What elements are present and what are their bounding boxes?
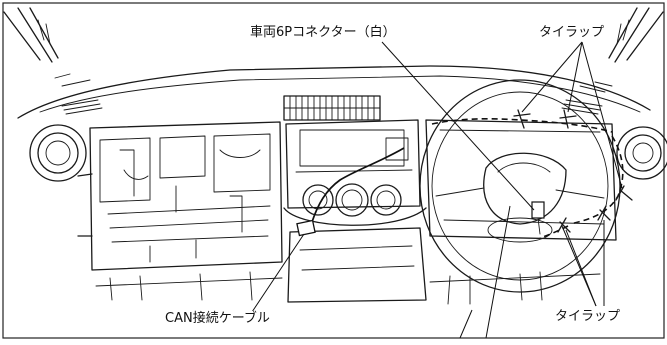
- tie-wrap-lower-1: [557, 217, 571, 233]
- leader-can: [251, 233, 305, 313]
- can-cable-connector: [296, 219, 316, 237]
- tie-wrap-upper-2: [559, 109, 577, 129]
- leader-tie-bottom-c: [561, 225, 597, 307]
- leader-tie-top-b: [567, 41, 583, 113]
- leader-connector: [381, 41, 535, 211]
- leader-tie-top-a: [521, 41, 583, 113]
- harness-route-lower: [539, 225, 569, 239]
- dashboard-top: [17, 65, 651, 119]
- defroster-grille-left: [61, 99, 103, 115]
- center-console: [283, 119, 427, 303]
- left-a-pillar: [3, 7, 59, 63]
- steering-wheel: [419, 79, 621, 293]
- right-dash-panel: [425, 119, 617, 241]
- tie-wrap-upper-1: [513, 109, 531, 129]
- leader-tie-top-c: [581, 41, 623, 189]
- tie-wrap-top-label: タイラップ: [538, 25, 606, 41]
- vehicle-6p-connector-label: 車両6Pコネクター（白）: [249, 25, 397, 41]
- center-top-vent: [283, 95, 381, 121]
- left-side-vent: [29, 124, 87, 182]
- can-cable-label: CAN接続ケーブル: [164, 311, 271, 327]
- diagram-frame: [2, 2, 665, 339]
- can-cable: [311, 147, 405, 223]
- right-a-pillar: [608, 7, 664, 63]
- tie-wrap-lower-2: [597, 205, 611, 221]
- right-side-vent: [616, 126, 667, 180]
- under-dash-structure: [77, 121, 283, 271]
- tie-wrap-bottom-label: タイラップ: [554, 309, 622, 325]
- tie-wrap-right-upper: [615, 185, 633, 201]
- leader-steering: [459, 205, 511, 339]
- floor-lines: [95, 271, 601, 305]
